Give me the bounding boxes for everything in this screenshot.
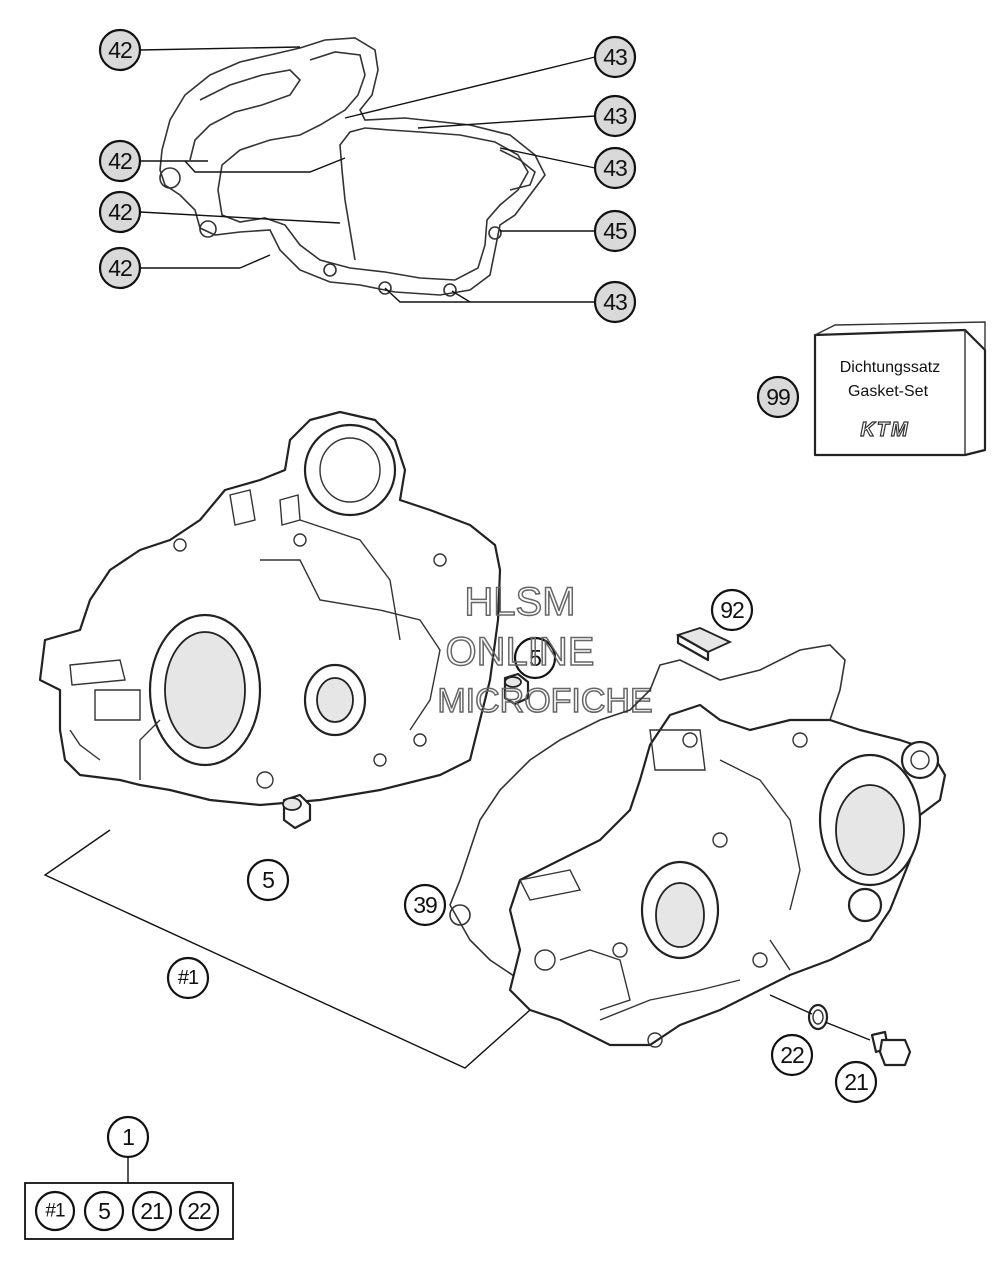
svg-text:21: 21 xyxy=(844,1069,868,1095)
svg-text:5: 5 xyxy=(98,1198,110,1224)
ktm-logo: KTM xyxy=(860,419,909,441)
svg-text:43: 43 xyxy=(603,155,627,181)
callout-42-d[interactable]: 42 xyxy=(98,246,142,290)
bushing-center xyxy=(503,672,530,706)
svg-text:5: 5 xyxy=(262,867,274,893)
svg-text:43: 43 xyxy=(603,103,627,129)
svg-text:MICROFICHE: MICROFICHE xyxy=(437,682,652,720)
callout-42-b[interactable]: 42 xyxy=(98,139,142,183)
kit-item-21[interactable]: 21 xyxy=(131,1190,173,1232)
svg-text:HLSM: HLSM xyxy=(464,580,575,624)
svg-text:43: 43 xyxy=(603,44,627,70)
gasket-set-label-de: Dichtungssatz xyxy=(840,359,941,376)
svg-text:#1: #1 xyxy=(178,967,199,989)
leader-21 xyxy=(824,1021,871,1041)
seal-92 xyxy=(675,627,733,662)
kit-item-hash-1[interactable]: #1 xyxy=(34,1190,76,1232)
callout-22[interactable]: 22 xyxy=(770,1033,814,1077)
bushing-left xyxy=(282,793,312,830)
leader-22 xyxy=(769,994,813,1015)
svg-text:42: 42 xyxy=(108,148,132,174)
callout-45[interactable]: 45 xyxy=(593,209,637,253)
svg-text:42: 42 xyxy=(108,199,132,225)
callout-39[interactable]: 39 xyxy=(403,883,447,927)
svg-text:99: 99 xyxy=(766,384,790,410)
kit-item-22[interactable]: 22 xyxy=(178,1190,220,1232)
callout-43-d[interactable]: 43 xyxy=(593,280,637,324)
crankcase-right-half xyxy=(508,703,947,1048)
svg-text:21: 21 xyxy=(140,1198,164,1224)
callout-42-c[interactable]: 42 xyxy=(98,190,142,234)
callout-1[interactable]: 1 xyxy=(106,1115,150,1159)
svg-text:22: 22 xyxy=(187,1198,211,1224)
callout-42-a[interactable]: 42 xyxy=(98,28,142,72)
svg-text:43: 43 xyxy=(603,289,627,315)
svg-text:45: 45 xyxy=(603,218,627,244)
crankcase-left-half xyxy=(38,410,502,807)
callout-43-c[interactable]: 43 xyxy=(593,146,637,190)
callout-92[interactable]: 92 xyxy=(710,588,754,632)
crankcase-gasket-top xyxy=(159,37,546,297)
callout-43-b[interactable]: 43 xyxy=(593,94,637,138)
svg-text:1: 1 xyxy=(122,1124,134,1150)
svg-text:39: 39 xyxy=(413,892,437,918)
leader-lines-top xyxy=(139,46,596,303)
callout-43-a[interactable]: 43 xyxy=(593,35,637,79)
kit-item-5[interactable]: 5 xyxy=(83,1190,125,1232)
watermark: HLSM ONLINE MICROFICHE xyxy=(437,579,654,721)
leader-assembly-1 xyxy=(43,829,531,1069)
svg-text:42: 42 xyxy=(108,255,132,281)
gasket-set-box[interactable]: Dichtungssatz Gasket-Set KTM xyxy=(813,321,987,457)
callout-99[interactable]: 99 xyxy=(756,375,800,419)
gasket-set-label-en: Gasket-Set xyxy=(848,383,929,400)
svg-text:#1: #1 xyxy=(45,1201,65,1222)
svg-text:92: 92 xyxy=(720,597,744,623)
svg-text:42: 42 xyxy=(108,37,132,63)
svg-text:ONLINE: ONLINE xyxy=(446,630,595,674)
svg-text:22: 22 xyxy=(780,1042,804,1068)
callout-5-b[interactable]: 5 xyxy=(513,636,557,680)
svg-text:5: 5 xyxy=(529,645,541,671)
callout-5-a[interactable]: 5 xyxy=(246,858,290,902)
callout-21[interactable]: 21 xyxy=(834,1060,878,1104)
callout-hash-1[interactable]: #1 xyxy=(166,956,210,1000)
drain-screw-21 xyxy=(870,1030,912,1067)
washer-22 xyxy=(807,1003,829,1031)
